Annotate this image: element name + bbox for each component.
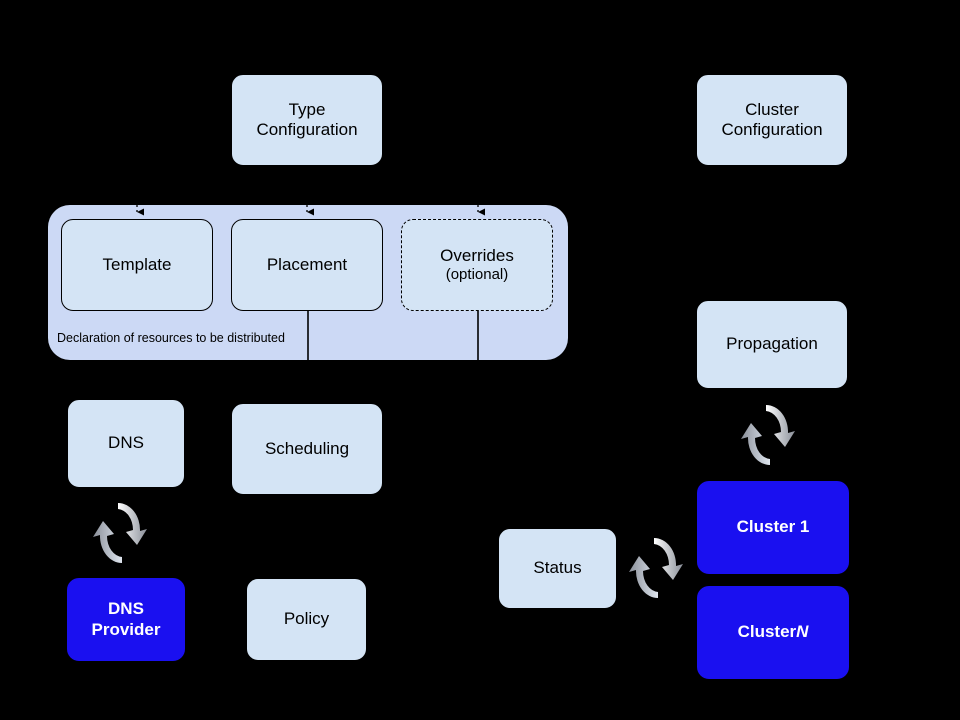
node-cluster-n-prefix: Cluster	[737, 622, 797, 642]
node-dns-provider[interactable]: DNS Provider	[67, 578, 185, 661]
node-dns[interactable]: DNS	[67, 399, 185, 488]
node-cluster-1[interactable]: Cluster 1	[697, 481, 849, 574]
sync-arrows-icon-propagation	[741, 405, 795, 465]
node-cluster-configuration[interactable]: Cluster Configuration	[696, 74, 848, 166]
node-template[interactable]: Template	[61, 219, 213, 311]
node-type-configuration[interactable]: Type Configuration	[231, 74, 383, 166]
node-placement[interactable]: Placement	[231, 219, 383, 311]
node-status[interactable]: Status	[498, 528, 617, 609]
node-propagation[interactable]: Propagation	[696, 300, 848, 389]
node-overrides-sublabel: (optional)	[445, 266, 509, 284]
node-cluster-n-suffix: N	[796, 622, 809, 642]
node-overrides-label: Overrides	[440, 246, 514, 266]
group-caption: Declaration of resources to be distribut…	[57, 331, 285, 345]
node-overrides[interactable]: Overrides (optional)	[401, 219, 553, 311]
sync-arrows-icon-status	[629, 538, 683, 598]
node-cluster-n[interactable]: Cluster N	[697, 586, 849, 679]
node-policy[interactable]: Policy	[246, 578, 367, 661]
node-scheduling[interactable]: Scheduling	[231, 403, 383, 495]
sync-arrows-icon-dns	[93, 503, 147, 563]
